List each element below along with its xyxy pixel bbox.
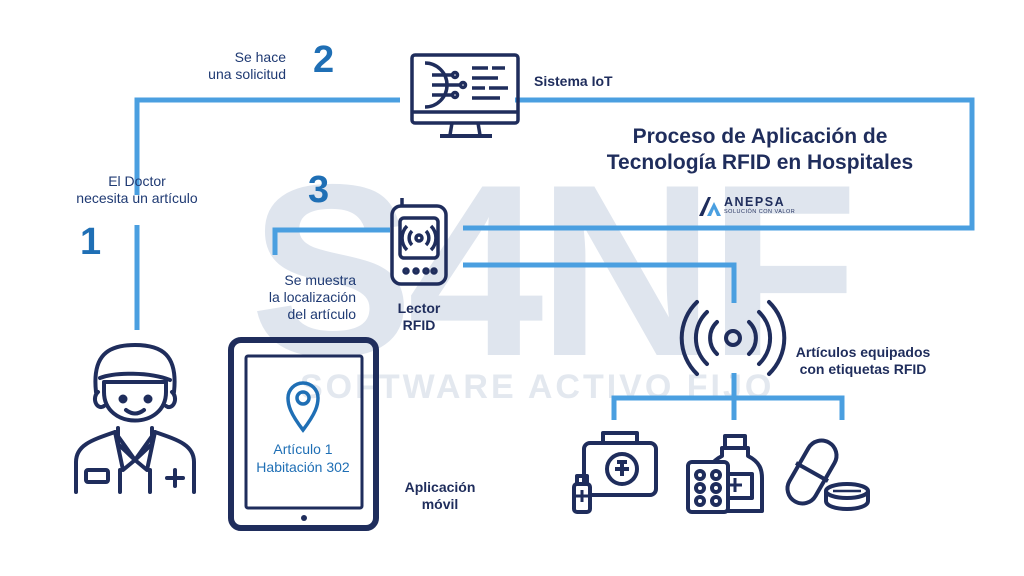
connector-reader-articles [463,262,737,303]
step-number-3: 3 [308,169,330,211]
step-3-label-line1: Se muestra [284,272,356,288]
diagram-title: Proceso de Aplicación de Tecnología RFID… [570,124,950,176]
mobile-app-label: Aplicación móvil [392,479,488,513]
location-pin-icon [286,381,320,433]
tablet-room-number: Habitación 302 [256,459,350,475]
tablet-icon [228,337,379,531]
connector-reader-left [272,227,390,255]
iot-system-label: Sistema IoT [534,73,613,89]
rfid-signal-icon [679,300,787,376]
rfid-reader-label-line2: RFID [402,317,436,333]
anepsa-logo: ANEPSA SOLUCIÓN CON VALOR [698,195,808,219]
step-3-label-line3: del artículo [287,306,356,322]
diagram-title-line2: Tecnología RFID en Hospitales [606,151,914,174]
rfid-reader-label: Lector RFID [380,300,458,334]
doctor-icon [74,343,196,494]
connector-articles-branch [611,395,845,420]
pills-icon [785,438,870,511]
watermark-logo: S4NF [250,133,858,407]
rfid-articles-label: Artículos equipados con etiquetas RFID [778,344,948,378]
connector-doctor-iot-top [134,97,400,195]
rfid-reader-label-line1: Lector [397,300,441,316]
rfid-reader-icon [390,198,448,286]
rfid-articles-label-line1: Artículos equipados [795,344,931,360]
tablet-item-name: Artículo 1 [273,441,333,457]
mobile-app-label-line2: móvil [421,496,459,512]
step-2-label-line1: Se hace [234,49,286,65]
anepsa-logo-mark [699,197,721,216]
medical-kit-icon [572,431,658,514]
diagram-title-line1: Proceso de Aplicación de [632,125,888,148]
step-1-label: El Doctor necesita un artículo [62,173,212,207]
step-1-label-line1: El Doctor [108,173,166,189]
medicine-icon [686,434,764,514]
anepsa-logo-tagline: SOLUCIÓN CON VALOR [724,209,796,215]
step-2-label-line2: una solicitud [208,66,286,82]
step-2-label: Se hace una solicitud [176,49,286,83]
rfid-articles-label-line2: con etiquetas RFID [799,361,927,377]
step-3-label: Se muestra la localización del artículo [228,272,356,323]
connector-iot-right [463,97,975,231]
step-3-label-line2: la localización [268,289,356,305]
connector-lines [134,97,975,420]
tablet-screen-text: Artículo 1 Habitación 302 [233,440,373,476]
step-number-2: 2 [313,39,335,81]
anepsa-logo-name: ANEPSA [724,195,786,209]
step-number-1: 1 [80,221,102,263]
mobile-app-label-line1: Aplicación [404,479,476,495]
monitor-icon [410,53,520,138]
step-1-label-line2: necesita un artículo [76,190,198,206]
